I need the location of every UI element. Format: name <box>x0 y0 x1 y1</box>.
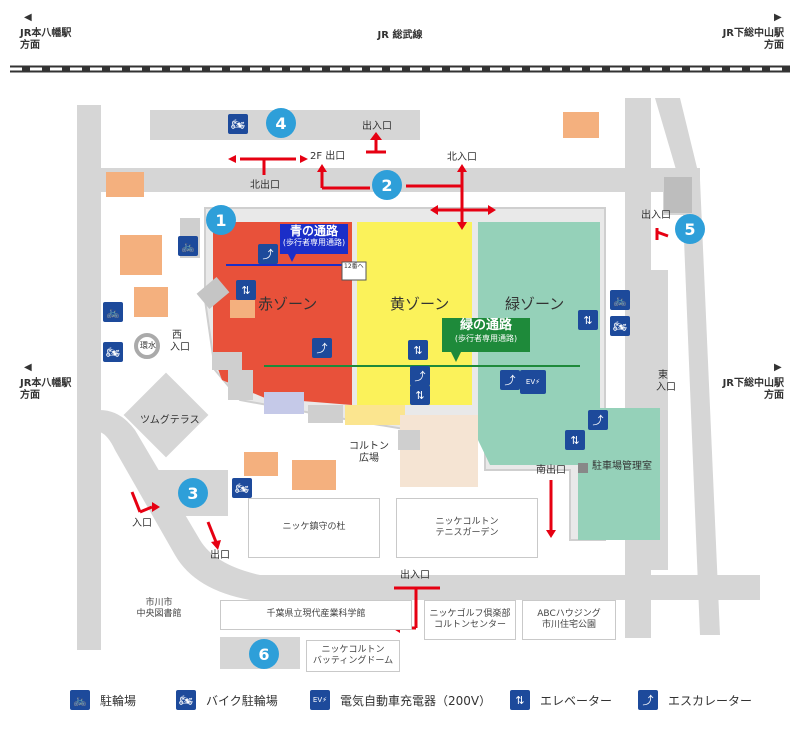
parking-number-1[interactable]: 1 <box>206 205 236 235</box>
tsumugu-terrace <box>123 372 209 458</box>
legend: 🚲 駐輪場 🏍 バイク駐輪場 EV⚡ 電気自動車充電器（200V） ⇅ エレベー… <box>70 690 790 716</box>
west-entrance-label: 西 入口 <box>170 330 190 353</box>
blue-passage-title: 青の通路 <box>289 224 338 238</box>
south-exit-label: 南出口 <box>536 465 566 476</box>
railway-name: JR 総武線 <box>377 30 423 41</box>
parking-number-2[interactable]: 2 <box>372 170 402 200</box>
green-zone-label: 緑ゾーン <box>505 295 565 313</box>
green-passage-sub: (歩行者専用通路) <box>454 333 518 343</box>
road-east-diagonal <box>655 98 720 635</box>
abc-housing: ABCハウジング 市川住宅公園 <box>522 600 616 640</box>
tennis-garden: ニッケコルトン テニスガーデン <box>396 498 538 558</box>
parking-number-4[interactable]: 4 <box>266 108 296 138</box>
red-zone-label: 赤ゾーン <box>258 295 318 313</box>
green-zone <box>478 222 660 540</box>
yellow-zone-label: 黄ゾーン <box>390 295 450 313</box>
stair-sign-label: 12番へ <box>344 263 364 270</box>
kansui-circle <box>134 333 160 359</box>
blue-passage-sub: (歩行者専用通路) <box>282 238 346 248</box>
escalator-icon: ⤴ <box>638 690 658 710</box>
elevator-icon: ⇅ <box>236 280 256 300</box>
science-museum: 千葉県立現代産業科学館 <box>220 600 412 630</box>
tsumugu-label: ツムグテラス <box>140 415 200 426</box>
motorbike-icon: 🏍 <box>232 478 252 498</box>
kansui-label: 環水 <box>140 341 156 350</box>
blue-passage-badge: 青の通路 (歩行者専用通路) <box>280 224 348 254</box>
library: 市川市 中央図書館 <box>136 597 182 619</box>
elevator-icon: ⇅ <box>565 430 585 450</box>
parking-number-5[interactable]: 5 <box>675 214 705 244</box>
bicycle-icon: 🚲 <box>70 690 90 710</box>
legend-item-bicycle: 🚲 駐輪場 <box>70 690 136 710</box>
legend-item-escalator: ⤴ エスカレーター <box>638 690 752 710</box>
colton-plaza-label: コルトン 広場 <box>349 441 389 464</box>
road-west <box>77 105 101 650</box>
elevator-icon: ⇅ <box>408 340 428 360</box>
escalator-icon: ⤴ <box>258 244 278 264</box>
east-entrance-label: 東 入口 <box>656 370 676 393</box>
light-yellow-strip <box>345 405 405 425</box>
side-right-direction: JR下総中山駅 方面 <box>722 378 784 401</box>
north-entrance-label: 北入口 <box>447 152 477 163</box>
orange-buildings <box>106 112 599 490</box>
motorbike-icon: 🏍 <box>103 342 123 362</box>
bicycle-icon: 🚲 <box>610 290 630 310</box>
elevator-icon: ⇅ <box>578 310 598 330</box>
second-floor-exit-label: 2F 出口 <box>310 151 346 162</box>
right-arrow-icon: ▶ <box>774 362 782 373</box>
legend-label: エスカレーター <box>668 693 753 708</box>
lavender-block <box>264 392 304 414</box>
entrance-3-label: 入口 <box>132 518 152 529</box>
legend-label: エレベーター <box>540 693 613 708</box>
parking-office-label: 駐車場管理室 <box>592 461 652 472</box>
green-passage-title: 緑の通路 <box>459 318 512 333</box>
legend-item-ev-charger: EV⚡ 電気自動車充電器（200V） <box>310 690 491 710</box>
entry-arrows <box>130 138 669 630</box>
motorbike-icon: 🏍 <box>610 316 630 336</box>
escalator-icon: ⤴ <box>588 410 608 430</box>
left-arrow-icon: ◀ <box>24 362 32 373</box>
elevator-icon: ⇅ <box>510 690 530 710</box>
exit-3-label: 出口 <box>210 550 230 561</box>
escalator-icon: ⤴ <box>500 370 520 390</box>
escalator-icon: ⤴ <box>312 338 332 358</box>
top-left-direction: JR本八幡駅 方面 <box>20 28 72 51</box>
stair-sign-box <box>341 261 367 281</box>
escalator-icon: ⤴ <box>410 366 430 386</box>
deiriguchi-bottom-label: 出入口 <box>400 570 430 581</box>
left-arrow-icon: ◀ <box>24 12 32 23</box>
motorbike-icon: 🏍 <box>228 114 248 134</box>
legend-item-elevator: ⇅ エレベーター <box>510 690 612 710</box>
ev-charger-icon: EV⚡ <box>520 370 546 394</box>
golf-club: ニッケゴルフ倶楽部 コルトンセンター <box>424 600 516 640</box>
elevator-icon: ⇅ <box>410 385 430 405</box>
stairs <box>196 276 230 310</box>
plaza-building <box>400 415 478 487</box>
parking-number-3[interactable]: 3 <box>178 478 208 508</box>
motorbike-icon: 🏍 <box>176 690 196 710</box>
legend-label: 駐輪場 <box>100 693 137 708</box>
legend-label: バイク駐輪場 <box>206 693 278 708</box>
bicycle-icon: 🚲 <box>103 302 123 322</box>
road-south-curve <box>100 410 760 600</box>
deiriguchi-top-label: 出入口 <box>362 121 392 132</box>
green-passage-badge: 緑の通路 (歩行者専用通路) <box>442 318 530 352</box>
legend-item-motorbike: 🏍 バイク駐輪場 <box>176 690 278 710</box>
batting-dome: ニッケコルトン バッティングドーム <box>306 640 400 672</box>
side-left-direction: JR本八幡駅 方面 <box>20 378 72 401</box>
legend-label: 電気自動車充電器（200V） <box>340 693 492 708</box>
right-arrow-icon: ▶ <box>774 12 782 23</box>
red-zone <box>213 222 352 405</box>
top-right-direction: JR下総中山駅 方面 <box>722 28 784 51</box>
ev-charger-icon: EV⚡ <box>310 690 330 710</box>
nikke-forest: ニッケ鎮守の杜 <box>248 498 380 558</box>
deiriguchi-right-label: 出入口 <box>641 210 671 221</box>
parking-number-6[interactable]: 6 <box>249 639 279 669</box>
parking-office-marker <box>578 463 588 473</box>
north-exit-label: 北出口 <box>250 180 280 191</box>
bicycle-icon: 🚲 <box>178 236 198 256</box>
